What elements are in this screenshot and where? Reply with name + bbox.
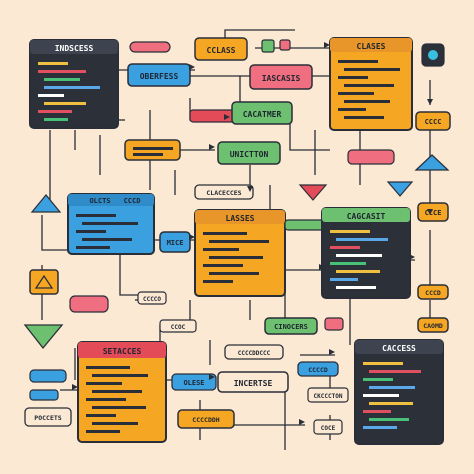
window-center-title: LASSES (226, 214, 255, 223)
pink-pill-left (69, 295, 109, 313)
box-ccccd-label: CCCCD (308, 366, 328, 374)
small-pill-1: CCCCO (137, 291, 167, 305)
right-col-box-1: CCCC (415, 111, 451, 131)
box-unictton: UNICTTON (217, 141, 281, 165)
box-coce-label: COCE (321, 425, 336, 432)
box-incertse: INCERTSE (217, 371, 289, 393)
box-top-center: CCLASS (194, 37, 248, 61)
box-oberfess-label: OBERFESS (140, 72, 179, 81)
window-mid-right: CAGCASIT (321, 207, 411, 299)
box-mice: MICE (159, 231, 191, 253)
box-cinoders: CINOCERS (264, 317, 318, 335)
right-col-box-2: CCCE (417, 202, 449, 222)
right-col-box-4: CAOMD (417, 317, 449, 333)
warning-icon (29, 269, 59, 295)
window-bottom-left: SETACCES (77, 341, 167, 443)
window-mid-right-title: CAGCASIT (347, 212, 386, 221)
box-ccccdc: CCCCDDCCC (224, 344, 284, 360)
window-bottom-left-title: SETACCES (103, 347, 142, 356)
small-pill-2: CCOC (159, 319, 197, 333)
green-down-triangle-icon (23, 324, 64, 350)
window-bottom-right-title: CACCESS (382, 344, 416, 353)
box-ckcccton: CKCCCTON (307, 387, 349, 403)
right-col-box-1-label: CCCC (425, 118, 442, 126)
box-coce: COCE (313, 419, 343, 435)
window-center: LASSES (194, 209, 286, 297)
pink-pill-right (324, 317, 344, 331)
blue-pill-1 (29, 369, 67, 383)
box-ccccdc-label: CCCCDDCCC (238, 350, 271, 357)
small-pill-1-label: CCCCO (143, 296, 161, 303)
box-poccets-label: POCCETS (34, 414, 61, 422)
box-cacatmer-label: CACATMER (243, 110, 282, 119)
box-mice-label: MICE (167, 239, 184, 247)
box-clacecces: CLACECCES (194, 184, 254, 200)
window-top-left-title: INDSCESS (55, 44, 94, 53)
box-cacatmer: CACATMER (231, 101, 293, 125)
box-iascass-label: IASCASIS (262, 74, 301, 83)
right-col-box-3: CCCD (417, 284, 449, 300)
right-col-box-2-label: CCCE (425, 209, 442, 217)
box-olese-label: OLESE (183, 379, 204, 387)
red-down-triangle-icon (298, 184, 328, 201)
box-clacecces-label: CLACECCES (206, 189, 241, 197)
window-mid-left-title: OLCTS (89, 197, 110, 205)
box-oberfess: OBERFESS (127, 63, 191, 87)
gear-icon-center (428, 50, 438, 60)
pink-code-pill (347, 149, 395, 165)
box-small-code (124, 139, 181, 161)
window-mid-left: OLCTS CCCD (67, 193, 155, 255)
box-incertse-label: INCERTSE (234, 379, 273, 388)
red-bar (189, 109, 236, 123)
right-col-box-4-label: CAOMD (423, 322, 443, 330)
green-bar (284, 219, 326, 231)
pink-pill (129, 41, 171, 53)
box-top-center-label: CCLASS (207, 46, 236, 55)
blue-triangle-icon (414, 154, 450, 171)
box-ccccd: CCCCD (297, 361, 339, 377)
box-unictton-label: UNICTTON (230, 150, 269, 159)
blue-down-triangle-icon (386, 181, 414, 197)
box-poccets: POCCETS (24, 407, 72, 427)
box-cinoders-label: CINOCERS (274, 323, 308, 331)
blue-up-triangle-icon (30, 194, 62, 213)
window-top-right-title: CLASES (357, 42, 386, 51)
pink-square-icon (279, 39, 291, 51)
window-mid-left-sub: CCCD (124, 197, 141, 205)
window-top-left: INDSCESS (29, 39, 119, 129)
right-col-box-3-label: CCCD (425, 289, 441, 297)
box-olese: OLESE (171, 373, 217, 391)
box-ckcccton-label: CKCCCTON (314, 393, 343, 400)
box-iascass: IASCASIS (249, 64, 313, 90)
blue-pill-2 (29, 389, 59, 401)
box-ccccdh: CCCCDDH (177, 409, 235, 429)
box-ccccdh-label: CCCCDDH (192, 416, 219, 424)
green-square-icon (261, 39, 275, 53)
arrowheads (72, 42, 433, 425)
small-pill-2-label: CCOC (171, 324, 186, 331)
window-top-right: CLASES (329, 37, 413, 131)
window-bottom-right: CACCESS (354, 339, 444, 445)
